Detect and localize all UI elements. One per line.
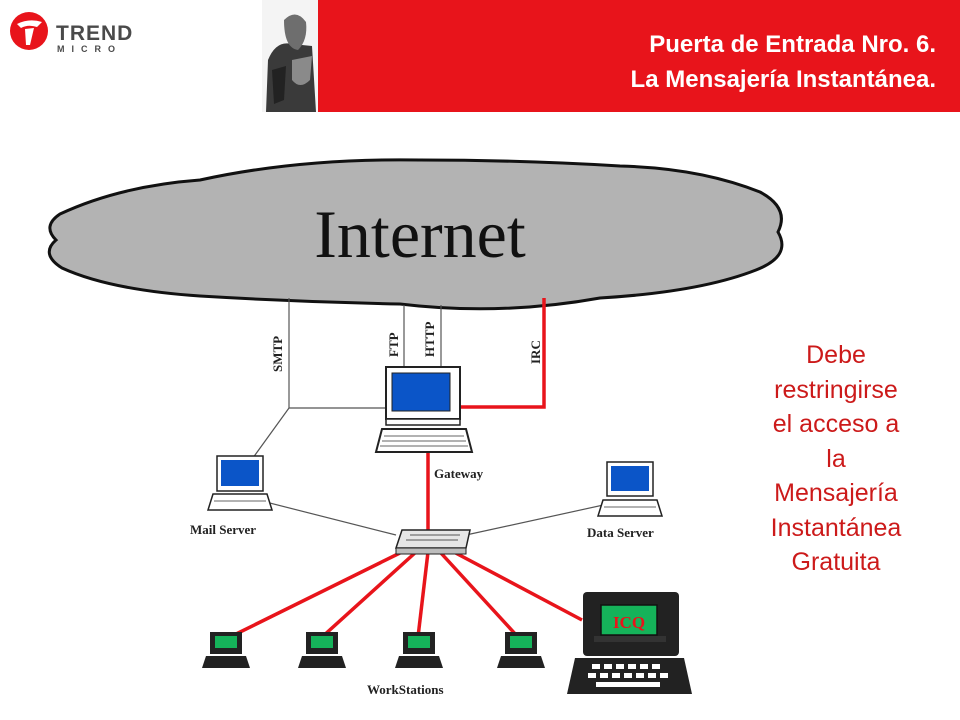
- ws2-line: [320, 550, 418, 639]
- workstation-icon: [497, 632, 545, 668]
- ftp-label: FTP: [386, 332, 401, 357]
- gateway-computer-icon: [374, 366, 474, 453]
- irc-label: IRC: [528, 340, 543, 364]
- slide-title-line-2: La Mensajería Instantánea.: [630, 66, 936, 93]
- mail-uplink-line: [249, 407, 290, 463]
- http-label: HTTP: [422, 322, 437, 357]
- workstation-icon: [202, 632, 250, 668]
- slide-title-line-1: Puerta de Entrada Nro. 6.: [649, 31, 936, 58]
- note-line: el acceso a: [772, 410, 900, 438]
- logo-wordmark: TREND: [56, 22, 134, 45]
- note-line: restringirse: [774, 375, 898, 404]
- logo-subtitle: MICRO: [57, 44, 122, 54]
- smtp-label: SMTP: [270, 336, 285, 372]
- mail-server-computer-icon: [206, 455, 274, 511]
- note-line: la: [826, 444, 846, 473]
- irc-line: [459, 298, 546, 409]
- ws4-line: [438, 550, 520, 639]
- header-banner: Puerta de Entrada Nro. 6. La Mensajería …: [316, 0, 960, 112]
- gateway-label: Gateway: [434, 466, 484, 481]
- icq-workstation-icon: [567, 592, 692, 694]
- data-server-label: Data Server: [587, 525, 654, 540]
- internet-label: Internet: [314, 196, 526, 272]
- workstations-label: WorkStations: [367, 682, 444, 697]
- ws3-line: [416, 551, 430, 638]
- icq-line: [449, 548, 583, 622]
- data-switch-line: [465, 503, 609, 536]
- businessman-photo: [262, 0, 318, 112]
- note-line: Debe: [806, 341, 866, 369]
- internet-cloud: [47, 158, 784, 311]
- ws1-line: [229, 548, 407, 639]
- restriction-note: Debe restringirse el acceso a la Mensaje…: [736, 338, 936, 580]
- mail-switch-line: [245, 496, 397, 536]
- trend-micro-logo: TREND MICRO: [8, 10, 148, 54]
- note-line: Mensajería: [774, 479, 898, 507]
- note-line: Instantánea: [770, 513, 902, 542]
- note-line: Gratuita: [791, 548, 881, 576]
- data-server-computer-icon: [596, 461, 664, 517]
- icq-label: ICQ: [613, 613, 645, 632]
- mail-server-label: Mail Server: [190, 522, 256, 537]
- trend-micro-ball-icon: [10, 12, 48, 50]
- network-switch-icon: [394, 529, 471, 555]
- workstation-icon: [395, 632, 443, 668]
- workstation-icon: [298, 632, 346, 668]
